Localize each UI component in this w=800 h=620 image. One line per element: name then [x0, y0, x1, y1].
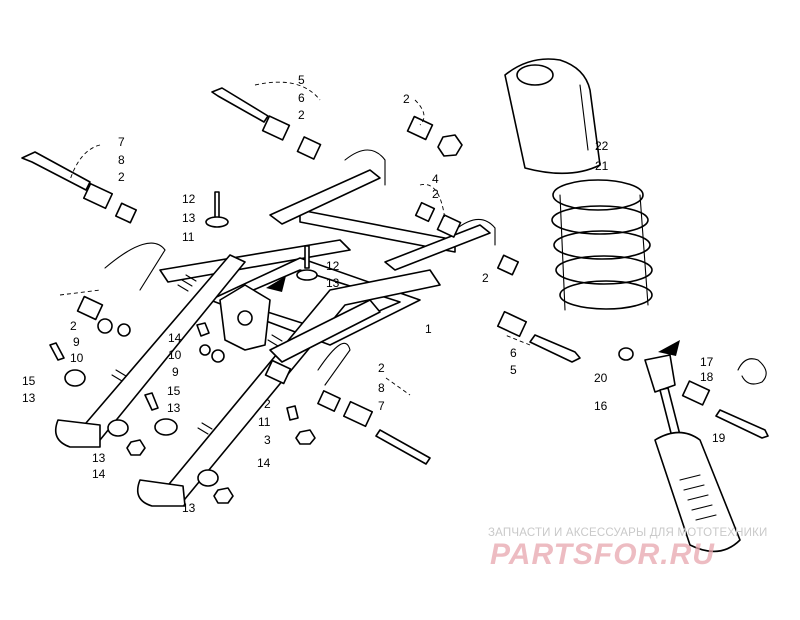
callout-14: 14: [168, 331, 182, 345]
callout-10: 10: [70, 351, 84, 365]
callout-7: 7: [118, 135, 125, 149]
callout-8: 8: [118, 153, 125, 167]
callout-5: 5: [298, 73, 305, 87]
callout-2: 2: [118, 170, 125, 184]
callout-21: 21: [595, 159, 609, 173]
callout-9: 9: [172, 365, 179, 379]
pointer-arrow-icon: [658, 340, 680, 356]
callout-22: 22: [595, 139, 609, 153]
watermark-logo: PARTSFOR.RU: [490, 538, 715, 571]
callout-16: 16: [594, 399, 608, 413]
callout-6: 6: [510, 346, 517, 360]
callout-13: 13: [167, 401, 181, 415]
callout-7: 7: [378, 399, 385, 413]
callout-15: 15: [22, 374, 36, 388]
callout-15: 15: [167, 384, 181, 398]
callout-11: 11: [258, 415, 271, 429]
callout-5: 5: [510, 363, 517, 377]
callout-18: 18: [700, 370, 714, 384]
callout-10: 10: [168, 348, 182, 362]
coil-spring: [551, 179, 653, 311]
watermark-caption: ЗАПЧАСТИ И АКСЕССУАРЫ ДЛЯ МОТОТЕХНИКИ: [488, 527, 768, 539]
leader-lines: [59, 81, 531, 396]
callout-2: 2: [378, 361, 385, 375]
callout-12: 12: [326, 259, 340, 273]
callout-11: 11: [182, 230, 195, 244]
callout-14: 14: [92, 467, 106, 481]
callout-9: 9: [73, 335, 80, 349]
callout-6: 6: [298, 91, 305, 105]
bolt-6-5-group: [496, 254, 581, 363]
callout-17: 17: [700, 355, 714, 369]
callout-8: 8: [378, 381, 385, 395]
callout-14: 14: [257, 456, 271, 470]
callout-1: 1: [425, 322, 432, 336]
callout-13: 13: [182, 211, 196, 225]
bushing-2-4-group: [406, 115, 463, 238]
callout-3: 3: [264, 433, 271, 447]
callout-labels: 7 8 2 5 6 2 2 4 2 22 21 12 13 11 12 13 2…: [22, 73, 726, 515]
pointer-arrow-icon: [266, 276, 286, 292]
callout-13: 13: [22, 391, 36, 405]
callout-2: 2: [264, 397, 271, 411]
callout-2: 2: [70, 319, 77, 333]
callout-2: 2: [298, 108, 305, 122]
callout-2: 2: [482, 271, 489, 285]
callout-2: 2: [403, 92, 410, 106]
callout-13: 13: [182, 501, 196, 515]
callout-4: 4: [432, 172, 439, 186]
callout-19: 19: [712, 431, 726, 445]
bolt-7-8-2-group: [21, 151, 138, 224]
shock-absorber: [618, 347, 769, 553]
bump-stop: [504, 58, 601, 175]
bolt-5-6-2-group: [211, 87, 322, 160]
callout-13: 13: [92, 451, 106, 465]
callout-2: 2: [432, 187, 439, 201]
bolt-7-8-2-lower: [317, 390, 431, 465]
left-hardware: [49, 295, 146, 456]
center-hardware: [144, 191, 318, 504]
callout-20: 20: [594, 371, 608, 385]
callout-13: 13: [326, 276, 340, 290]
callout-12: 12: [182, 192, 196, 206]
